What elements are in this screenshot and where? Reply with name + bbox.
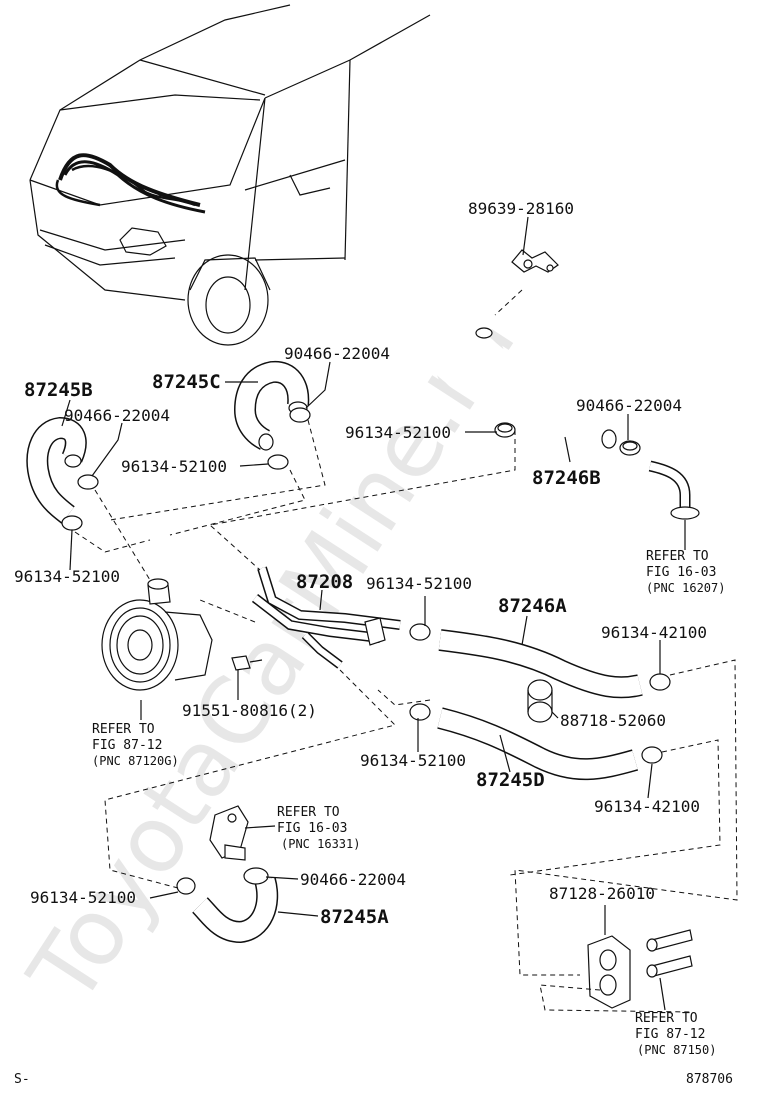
hose-87245C: [233, 360, 311, 470]
label-96134-52100-b: 96134-52100: [14, 567, 120, 586]
clamp-90466-c: [289, 407, 311, 423]
grommet-87128: [587, 929, 693, 1009]
footer-left: S-: [14, 1072, 30, 1087]
label-87128-26010: 87128-26010: [549, 884, 655, 903]
label-91551-80816: 91551-80816(2): [182, 701, 317, 720]
refer-16207-line3: (PNC 16207): [646, 581, 725, 595]
pipe-assembly-87208: [251, 566, 401, 669]
label-87246A: 87246A: [498, 595, 567, 617]
footer-code: 878706: [686, 1072, 733, 1087]
part-labels: 89639-28160 90466-22004 96134-52100 8724…: [14, 199, 707, 928]
refer-87150-line1: REFER TO: [635, 1011, 698, 1026]
refer-87120G-line1: REFER TO: [92, 722, 155, 737]
clamp-90466-a: [243, 867, 269, 885]
hose-87246A: [409, 623, 671, 699]
label-96134-52100-mid: 96134-52100: [345, 423, 451, 442]
clamp-96134-c: [267, 454, 289, 470]
label-87245D: 87245D: [476, 769, 545, 791]
clamp-96134-42100-d: [641, 746, 663, 764]
label-96134-52100-d: 96134-52100: [360, 751, 466, 770]
water-pump: [101, 578, 213, 691]
clamp-90466-right: [619, 440, 641, 456]
bracket-88718: [527, 679, 553, 723]
clamp-90466-b: [77, 474, 99, 490]
leader-lines: [61, 216, 686, 1011]
refer-87150-line3: (PNC 87150): [637, 1043, 716, 1057]
hose-87246B: [408, 279, 617, 449]
clamp-96134-b: [61, 515, 83, 531]
refer-16331-line1: REFER TO: [277, 805, 340, 820]
refer-87120G-line2: FIG 87-12: [92, 738, 162, 753]
refer-notes: REFER TO FIG 16-03 (PNC 16207) REFER TO …: [92, 549, 725, 1057]
clamp-96134-42100-a: [649, 673, 671, 691]
clamp-96134-d: [409, 703, 431, 721]
label-88718-52060: 88718-52060: [560, 711, 666, 730]
label-96134-52100-a: 96134-52100: [30, 888, 136, 907]
label-96134-42100-d: 96134-42100: [594, 797, 700, 816]
hose-87245A: [176, 867, 279, 944]
pipe-16207: [648, 460, 700, 520]
label-89639-28160: 89639-28160: [468, 199, 574, 218]
clamp-96134-a: [176, 877, 196, 895]
fitting-16331: [209, 805, 249, 861]
refer-16331-line3: (PNC 16331): [281, 837, 360, 851]
label-90466-22004-right: 90466-22004: [576, 396, 682, 415]
hose-87245B: [26, 416, 99, 531]
label-96134-52100-87208: 96134-52100: [366, 574, 472, 593]
label-96134-52100-c: 96134-52100: [121, 457, 227, 476]
label-87245C: 87245C: [152, 371, 221, 393]
label-87208: 87208: [296, 571, 353, 593]
clamp-96134-mid: [494, 422, 516, 438]
refer-16207-line2: FIG 16-03: [646, 565, 716, 580]
hose-87245D: [409, 703, 663, 781]
label-87245B: 87245B: [24, 379, 93, 401]
label-87246B: 87246B: [532, 467, 601, 489]
dashed-connectors: [74, 289, 738, 1013]
label-90466-22004-b: 90466-22004: [64, 406, 170, 425]
bolt-91551: [231, 655, 263, 671]
refer-16331-line2: FIG 16-03: [277, 821, 347, 836]
label-96134-42100-a: 96134-42100: [601, 623, 707, 642]
clamp-96134-87208: [409, 623, 431, 641]
clip-89639-28160: [511, 249, 559, 273]
label-87245A: 87245A: [320, 906, 389, 928]
vehicle-illustration: [29, 4, 431, 346]
label-90466-22004-a: 90466-22004: [300, 870, 406, 889]
refer-87150-line2: FIG 87-12: [635, 1027, 705, 1042]
refer-16207-line1: REFER TO: [646, 549, 709, 564]
label-90466-22004-c: 90466-22004: [284, 344, 390, 363]
refer-87120G-line3: (PNC 87120G): [92, 754, 179, 768]
